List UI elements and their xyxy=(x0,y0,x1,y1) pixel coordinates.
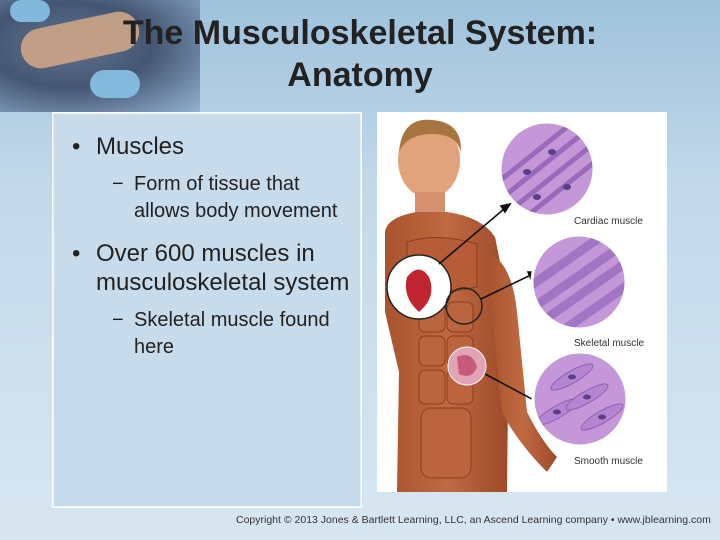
bullet-marker: • xyxy=(72,133,81,160)
cardiac-muscle-caption: Cardiac muscle xyxy=(574,216,643,227)
cardiac-muscle-circle xyxy=(498,120,596,218)
bullet-item: • Muscles xyxy=(72,132,357,161)
sub-bullet-item: − Skeletal muscle found here xyxy=(112,307,357,361)
copyright-footer: Copyright © 2013 Jones & Bartlett Learni… xyxy=(236,514,711,526)
sub-bullet-item: − Form of tissue that allows body moveme… xyxy=(112,171,357,225)
skeletal-muscle-circle xyxy=(530,233,628,331)
content-panel xyxy=(52,112,362,508)
sub-bullet-marker: − xyxy=(112,173,124,195)
skeletal-muscle-marker xyxy=(445,287,483,325)
title-line-2: Anatomy xyxy=(287,56,433,94)
sub-bullet-text: Skeletal muscle found here xyxy=(134,309,330,358)
sub-bullet-marker: − xyxy=(112,309,124,331)
sub-bullet-text: Form of tissue that allows body movement xyxy=(134,173,338,222)
paramedic-photo xyxy=(0,0,200,112)
bullet-text: Muscles xyxy=(96,133,185,160)
human-head xyxy=(398,119,462,222)
smooth-muscle-circle xyxy=(531,350,629,448)
bullet-marker: • xyxy=(72,240,81,267)
photo-glove xyxy=(10,0,50,22)
skeletal-muscle-caption: Skeletal muscle xyxy=(574,338,645,349)
anatomy-illustration xyxy=(385,119,629,492)
muscle-anatomy-figure: Cardiac muscle Skeletal muscle Smooth mu… xyxy=(377,112,667,492)
bullet-list: • Muscles − Form of tissue that allows b… xyxy=(72,132,357,375)
title-line-1: The Musculoskeletal System: xyxy=(122,14,598,52)
stomach-icon xyxy=(457,354,477,376)
bullet-text: Over 600 muscles in musculoskeletal syst… xyxy=(96,240,350,296)
bullet-item: • Over 600 muscles in musculoskeletal sy… xyxy=(72,239,357,297)
photo-glove xyxy=(90,70,140,98)
smooth-muscle-caption: Smooth muscle xyxy=(574,456,643,467)
slide-title: The Musculoskeletal System: Anatomy xyxy=(0,12,720,96)
heart-icon xyxy=(405,269,432,312)
